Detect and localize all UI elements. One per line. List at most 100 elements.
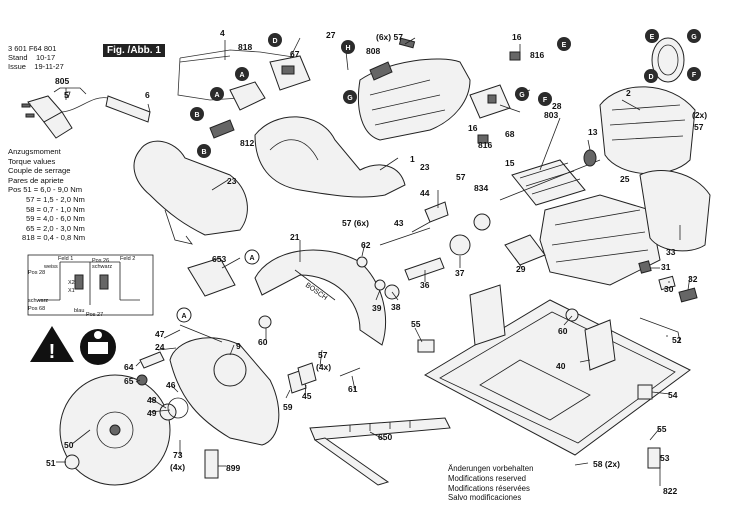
header-block: 3 601 F64 801 Stand 10-17 Issue 19-11-27 (8, 44, 64, 71)
leader-lines (56, 37, 691, 486)
svg-text:2: 2 (626, 88, 631, 98)
torque-818: 818 = 0,4 - 0,8 Nm (22, 233, 86, 243)
letter-badges: D E E A B B A H G G F F G D A A (176, 29, 701, 323)
svg-text:53: 53 (660, 453, 670, 463)
screw-65 (136, 374, 148, 386)
svg-text:F: F (543, 97, 548, 104)
svg-text:805: 805 (55, 76, 69, 86)
switch-67 (269, 55, 311, 91)
bracket-44 (424, 201, 449, 223)
svg-text:25: 25 (620, 174, 630, 184)
svg-text:54: 54 (668, 390, 678, 400)
svg-text:43: 43 (394, 218, 404, 228)
torque-58: 58 = 0,7 - 1,0 Nm (26, 204, 85, 214)
spring-47 (179, 324, 223, 343)
torque-values-block: Anzugsmoment Torque values Couple de ser… (8, 147, 85, 243)
svg-text:B: B (201, 149, 206, 156)
tube-899 (204, 449, 219, 479)
shaft-43 (379, 227, 431, 246)
spindle-36 (404, 257, 445, 281)
svg-text:E: E (650, 34, 655, 41)
knob-45 (297, 362, 317, 386)
svg-text:44: 44 (420, 188, 430, 198)
svg-text:D: D (272, 38, 277, 45)
svg-text:57: 57 (694, 122, 704, 132)
svg-text:29: 29 (516, 264, 526, 274)
svg-text:49: 49 (147, 408, 157, 418)
svg-text:834: 834 (474, 183, 488, 193)
svg-text:A: A (239, 72, 244, 79)
label-808 (369, 61, 393, 81)
part-32 (678, 287, 698, 303)
svg-text:60: 60 (558, 326, 568, 336)
svg-text:816: 816 (530, 50, 544, 60)
part-number: 3 601 F64 801 (8, 44, 57, 53)
bearing-39 (374, 279, 386, 291)
svg-text:(4x): (4x) (316, 362, 331, 372)
power-cable (61, 97, 109, 113)
bearing-834 (473, 213, 491, 231)
svg-text:38: 38 (391, 302, 401, 312)
svg-text:27: 27 (326, 30, 336, 40)
svg-text:47: 47 (155, 329, 165, 339)
note-de: Änderungen vorbehalten (448, 464, 534, 473)
svg-text:822: 822 (663, 486, 677, 496)
svg-text:39: 39 (372, 303, 382, 313)
part-60 (258, 315, 272, 329)
svg-text:A: A (249, 255, 254, 262)
svg-text:36: 36 (420, 280, 430, 290)
svg-text:808: 808 (366, 46, 380, 56)
motor-housing (357, 58, 471, 141)
part-30 (658, 275, 676, 291)
svg-text:816: 816 (478, 140, 492, 150)
svg-text:40: 40 (556, 361, 566, 371)
svg-text:61: 61 (348, 384, 358, 394)
svg-text:68: 68 (505, 129, 515, 139)
svg-text:803: 803 (544, 110, 558, 120)
svg-text:15: 15 (505, 158, 515, 168)
svg-text:55: 55 (657, 424, 667, 434)
svg-text:A: A (181, 313, 186, 320)
brush-holders (469, 51, 521, 144)
svg-text:64: 64 (124, 362, 134, 372)
issue-row: Issue 19-11-27 (8, 62, 64, 71)
handle-half-left (133, 140, 248, 236)
svg-text:48: 48 (147, 395, 157, 405)
svg-text:(2x): (2x) (692, 110, 707, 120)
lower-blade-guard (169, 337, 280, 446)
torque-title-fr: Couple de serrage (8, 166, 71, 176)
svg-text:60: 60 (258, 337, 268, 347)
svg-text:D: D (648, 74, 653, 81)
svg-text:4: 4 (220, 28, 225, 38)
svg-text:23: 23 (227, 176, 237, 186)
wiring-labels: Feld 1 Feld 2 Pos 28 weiss Pos 26 schwar… (28, 256, 136, 318)
note-fr: Modifications réservées (448, 483, 530, 493)
svg-text:51: 51 (46, 458, 56, 468)
stand-row: Stand 10-17 (8, 53, 56, 62)
part-54 (637, 384, 653, 400)
svg-text:653: 653 (212, 254, 226, 264)
handle-half-right (254, 116, 406, 198)
gear-37 (449, 234, 471, 256)
torque-65: 65 = 2,0 - 3,0 Nm (26, 223, 85, 233)
svg-text:23: 23 (420, 162, 430, 172)
part-53 (647, 447, 661, 469)
svg-text:57: 57 (456, 172, 466, 182)
svg-text:21: 21 (290, 232, 300, 242)
saw-blade (59, 374, 171, 486)
svg-text:13: 13 (588, 127, 598, 137)
svg-text:5: 5 (64, 90, 69, 100)
note-en: Modifications reserved (448, 473, 527, 483)
flange-51 (64, 454, 80, 470)
torque-title-es: Pares de apriete (8, 175, 64, 185)
svg-text:F: F (692, 72, 697, 79)
svg-text:57: 57 (318, 350, 328, 360)
svg-text:9: 9 (236, 341, 241, 351)
svg-text:30: 30 (664, 284, 674, 294)
svg-text:50: 50 (64, 440, 74, 450)
svg-text:16: 16 (468, 123, 478, 133)
svg-text:(6x) 57: (6x) 57 (376, 32, 403, 42)
svg-text:G: G (347, 95, 353, 102)
armature (499, 149, 601, 206)
